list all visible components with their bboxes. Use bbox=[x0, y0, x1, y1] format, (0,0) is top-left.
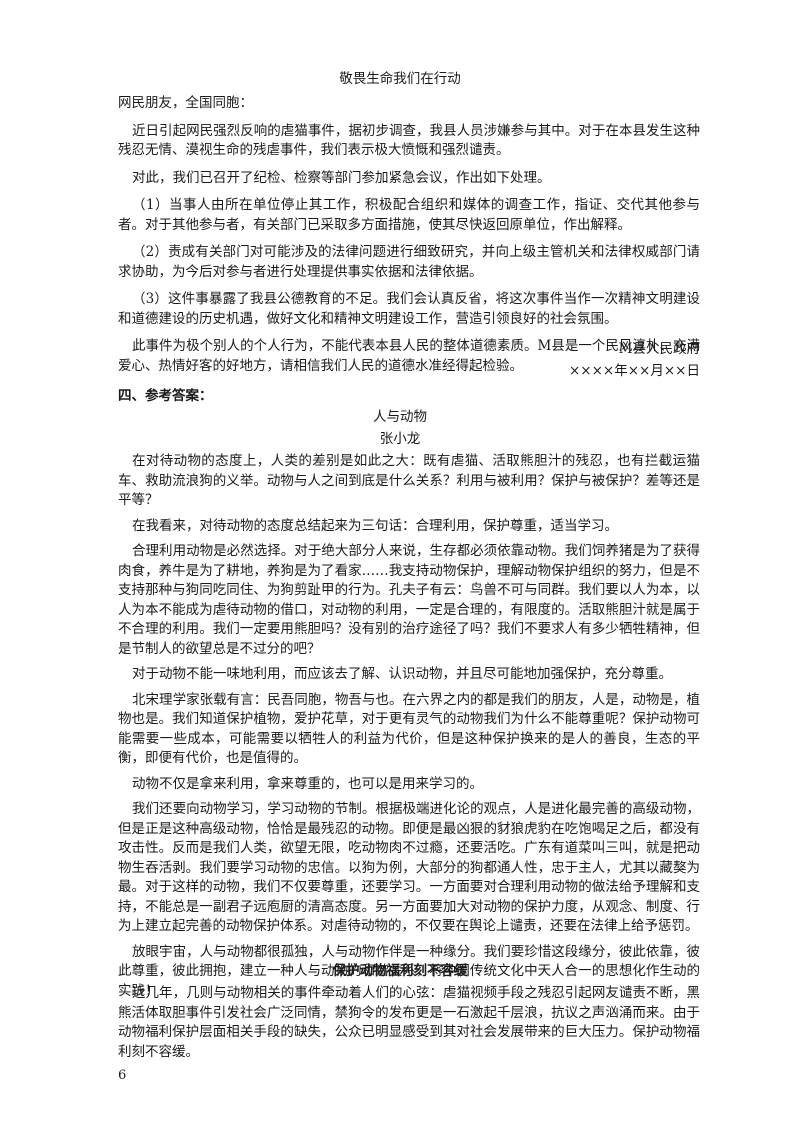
letter-date: ××××年××月××日 bbox=[569, 363, 700, 379]
letter-body: 网民朋友，全国同胞： 近日引起网民强烈反响的虐猫事件，据初步调查，我县人员涉嫌参… bbox=[118, 94, 700, 376]
page-number: 6 bbox=[118, 1068, 127, 1083]
letter-title: 敬畏生命我们在行动 bbox=[339, 71, 461, 87]
essay-paragraph: 合理利用动物是必然选择。对于绝大部分人来说，生存都必须依靠动物。我们饲养猪是为了… bbox=[118, 543, 700, 657]
essay-paragraph: 北宋理学家张载有言：民吾同胞，物吾与也。在六界之内的都是我们的朋友，人是，动物是… bbox=[118, 691, 700, 767]
essay2-title: 保护动物福利刻不容缓 bbox=[332, 963, 468, 979]
essay-paragraph: 放眼宇宙，人与动物都很孤独，人与动物作伴是一种缘分。我们要珍惜这段缘分，彼此依靠… bbox=[118, 943, 700, 999]
essay2-body: 近几年，几则与动物相关的事件牵动着人们的心弦：虐猫视频手段之残忍引起网友谴责不断… bbox=[118, 984, 700, 1062]
section-heading: 四、参考答案： bbox=[118, 388, 213, 404]
letter-paragraph: （2）责成有关部门对可能涉及的法律问题进行细致研究，并向上级主管机关和法律权威部… bbox=[118, 244, 700, 280]
essay2-paragraph: 近几年，几则与动物相关的事件牵动着人们的心弦：虐猫视频手段之残忍引起网友谴责不断… bbox=[118, 985, 700, 1060]
letter-paragraph: 对此，我们已召开了纪检、检察等部门参加紧急会议，作出如下处理。 bbox=[132, 169, 551, 186]
essay-title: 人与动物 bbox=[373, 409, 427, 425]
letter-paragraph: 此事件为极个别人的个人行为，不能代表本县人民的整体道德素质。M县是一个民风淳朴、… bbox=[118, 338, 700, 374]
essay-author: 张小龙 bbox=[379, 431, 421, 447]
essay-body: 在对待动物的态度上，人类的差别是如此之大：既有虐猫、活取熊胆汁的残忍，也有拦截运… bbox=[118, 452, 700, 1001]
essay-paragraph: 在对待动物的态度上，人类的差别是如此之大：既有虐猫、活取熊胆汁的残忍，也有拦截运… bbox=[118, 453, 700, 508]
letter-paragraph: 近日引起网民强烈反响的虐猫事件，据初步调查，我县人员涉嫌参与其中。对于在本县发生… bbox=[118, 122, 700, 159]
letter-paragraph: （3）这件事暴露了我县公德教育的不足。我们会认真反省，将这次事件当作一次精神文明… bbox=[118, 291, 700, 327]
essay-paragraph: 在我看来，对待动物的态度总结起来为三句话：合理利用，保护尊重，适当学习。 bbox=[132, 517, 618, 534]
letter-paragraph: （1）当事人由所在单位停止其工作，积极配合组织和媒体的调查工作，指证、交代其他参… bbox=[118, 197, 700, 233]
essay-paragraph: 我们还要向动物学习，学习动物的节制。根据极端进化论的观点，人是进化最完善的高级动… bbox=[118, 801, 700, 934]
essay-paragraph: 对于动物不能一味地利用，而应该去了解、认识动物，并且尽可能地加强保护，充分尊重。 bbox=[132, 666, 672, 682]
letter-salutation: 网民朋友，全国同胞： bbox=[118, 95, 253, 111]
letter-signature: M县人民政府 bbox=[618, 341, 700, 357]
essay-paragraph: 动物不仅是拿来利用，拿来尊重的，也可以是用来学习的。 bbox=[132, 775, 483, 792]
